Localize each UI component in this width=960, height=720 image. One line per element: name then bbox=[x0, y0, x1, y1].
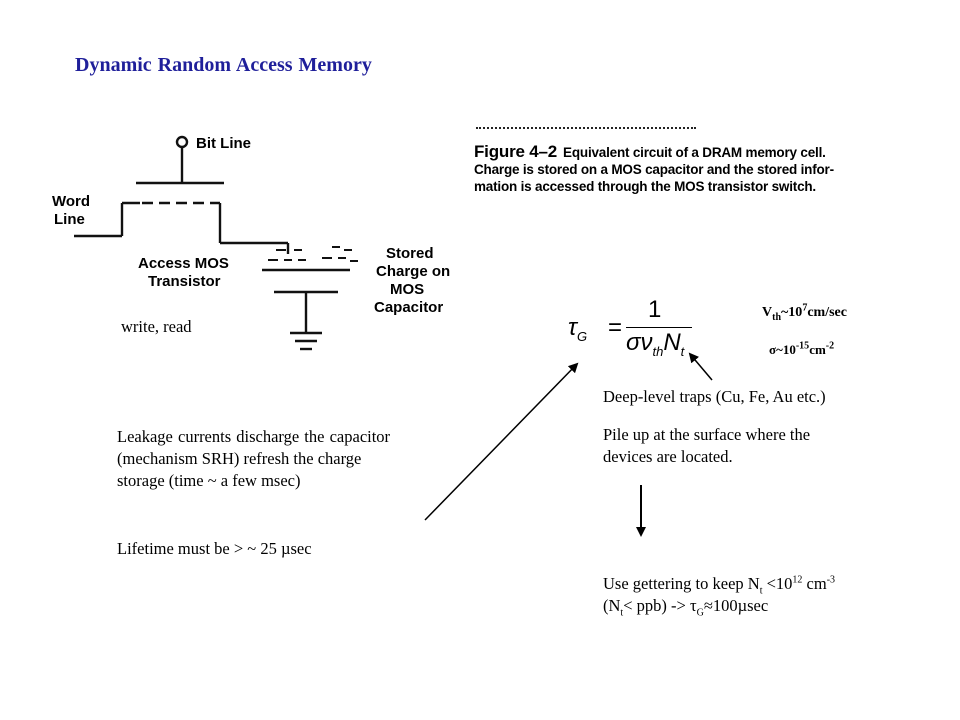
leakage-text: Leakage currents discharge the capacitor… bbox=[117, 427, 391, 490]
caption-dotted-rule bbox=[476, 127, 696, 135]
pile-up-text: Pile up at the surface where the devices… bbox=[603, 425, 811, 466]
stored-charge-label-2: Charge on bbox=[376, 263, 450, 280]
lifetime-text: Lifetime must be > ~ 25 µsec bbox=[117, 539, 312, 558]
formula-t-sub: t bbox=[680, 343, 685, 359]
gettering-text: Use gettering to keep Nt <1012 cm-3 (Nt<… bbox=[603, 574, 836, 619]
formula-th-sub: th bbox=[652, 343, 664, 359]
formula-n: N bbox=[663, 329, 681, 356]
formula-sigma-v: σν bbox=[626, 329, 653, 356]
formula-equals: = bbox=[608, 314, 623, 341]
word-line-label-1: Word bbox=[52, 193, 90, 210]
arrow-lifetime-to-formula bbox=[424, 362, 579, 521]
formula-tau: τ bbox=[568, 314, 577, 341]
write-read-label: write, read bbox=[121, 317, 192, 336]
stored-charge-label-1: Stored bbox=[386, 245, 434, 262]
caption-line-3: mation is accessed through the MOS trans… bbox=[474, 179, 816, 194]
word-line-label-2: Line bbox=[54, 211, 85, 228]
vth-value: Vth~107cm/sec bbox=[762, 302, 847, 323]
dram-circuit-diagram: Bit Line Word Line Access MOS Transistor… bbox=[52, 135, 450, 351]
sigma-value: σ~10-15cm-2 bbox=[769, 340, 835, 357]
caption-line-2: Charge is stored on a MOS capacitor and … bbox=[474, 162, 834, 177]
stored-charge-label-3: MOS bbox=[390, 281, 424, 298]
formula-fraction-bar bbox=[626, 327, 692, 328]
arrow-traps-to-nt bbox=[688, 352, 713, 381]
generation-lifetime-formula: τG = 1 σνthNt bbox=[568, 296, 698, 360]
page-title: Dynamic Random Access Memory bbox=[75, 54, 372, 76]
formula-numerator: 1 bbox=[648, 296, 662, 323]
caption-line-1: Equivalent circuit of a DRAM memory cell… bbox=[563, 145, 826, 160]
figure-caption: Figure 4–2 Equivalent circuit of a DRAM m… bbox=[474, 127, 914, 195]
formula-tau-sub: G bbox=[576, 328, 588, 344]
transistor-label-2: Transistor bbox=[148, 273, 221, 290]
bit-line-label: Bit Line bbox=[196, 135, 251, 152]
figure-label: Figure 4–2 bbox=[474, 142, 558, 161]
deep-level-traps-text: Deep-level traps (Cu, Fe, Au etc.) bbox=[603, 387, 826, 406]
stored-charge-label-4: Capacitor bbox=[374, 299, 443, 316]
transistor-label-1: Access MOS bbox=[138, 255, 229, 272]
